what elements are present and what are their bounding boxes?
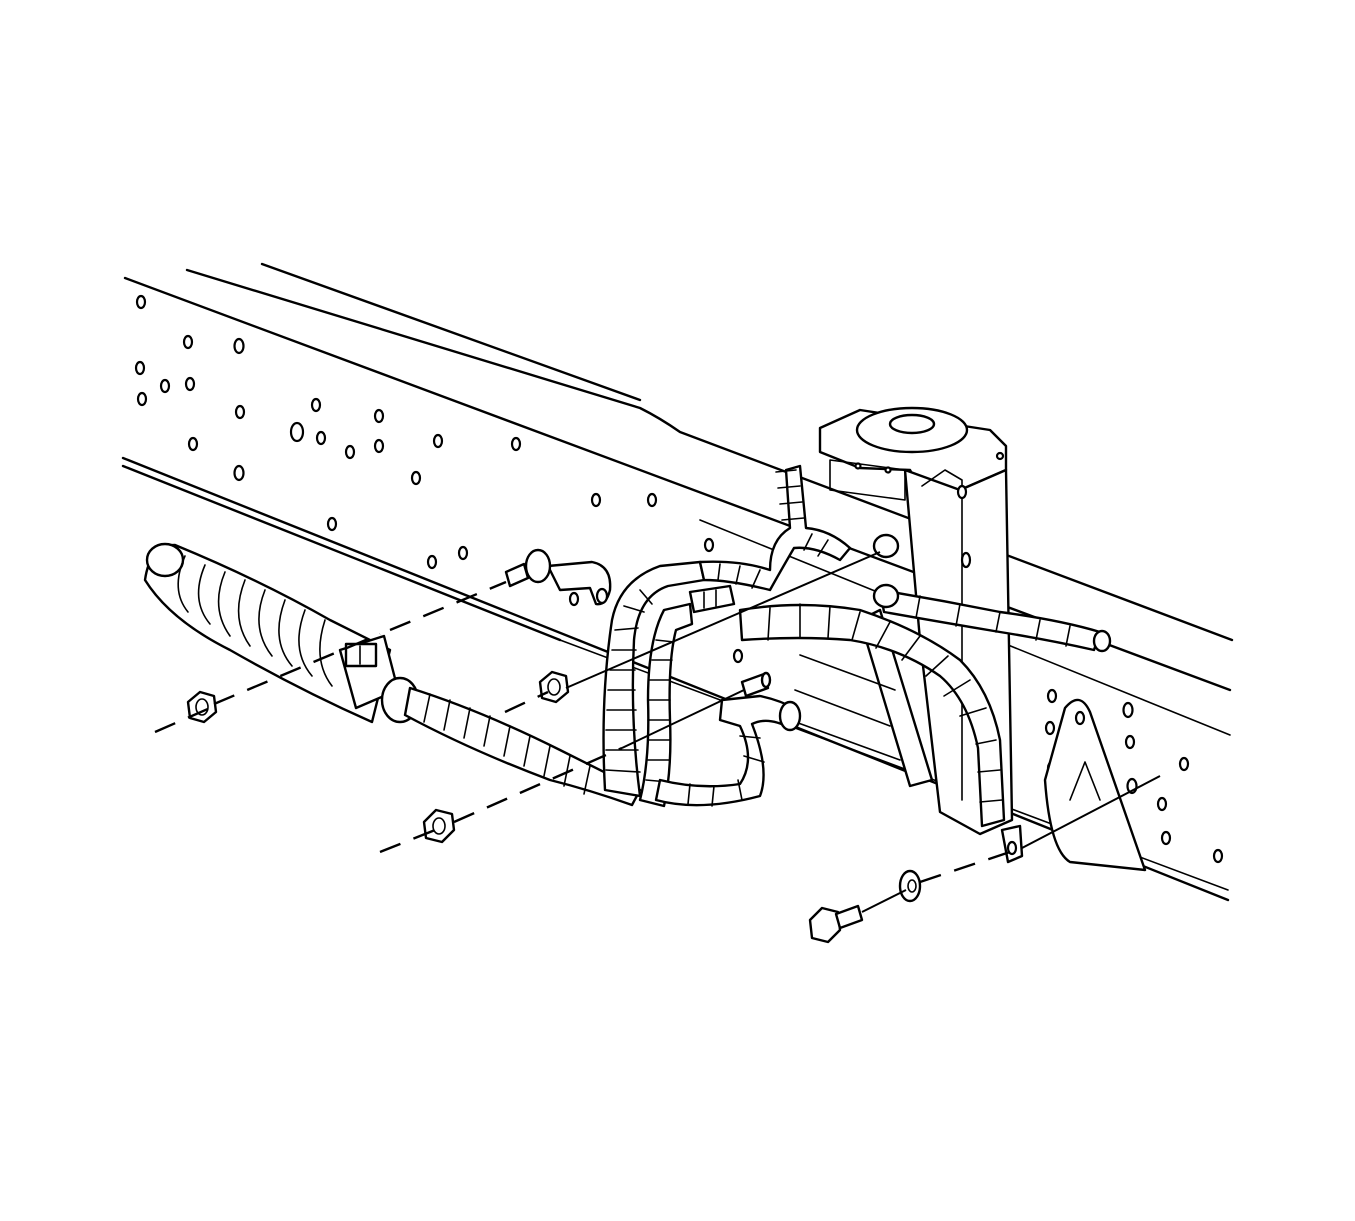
- harness-ribs-upper: [717, 469, 829, 589]
- frame-holes: [134, 294, 1224, 864]
- harness-ribs-left: [177, 555, 333, 687]
- stud-upper: [504, 562, 530, 588]
- nut-left: [186, 690, 218, 724]
- wiring-harness-main: [143, 464, 1112, 828]
- harness-ribs-right: [767, 603, 1003, 803]
- nut-lower: [422, 808, 456, 844]
- harness-ribs-branch: [423, 693, 591, 795]
- washer-right: [898, 869, 922, 903]
- stud-center: [740, 671, 772, 698]
- assembly-guide-lines: [154, 551, 1161, 913]
- nut-center: [538, 670, 570, 704]
- bracket-stud-nut: [872, 533, 900, 609]
- bolt-right: [808, 904, 864, 944]
- harness-ribs-vertical: [605, 589, 675, 783]
- inline-connector: [688, 584, 736, 614]
- harness-clip: [524, 548, 612, 606]
